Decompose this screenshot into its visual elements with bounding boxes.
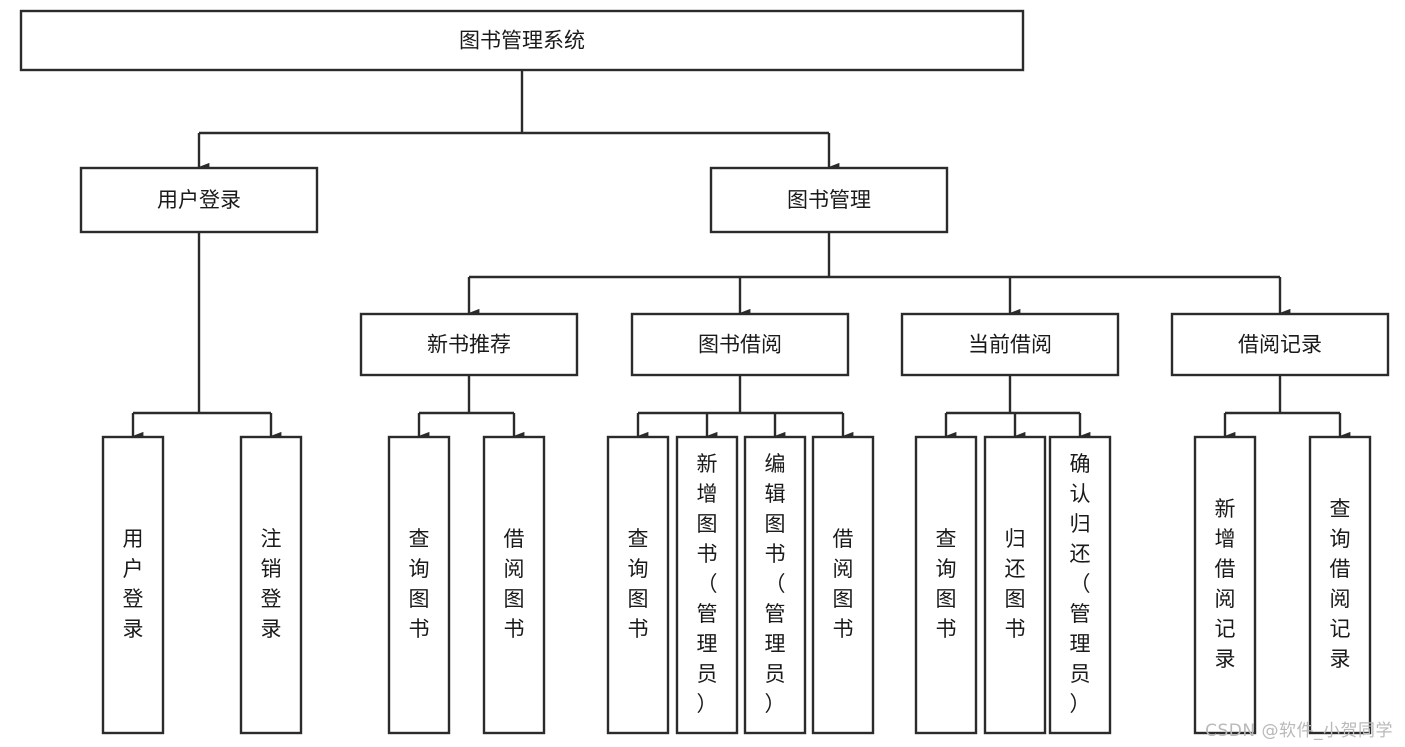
connector-group-l3_1	[636, 375, 854, 441]
node-leaf_0[interactable]: 用户登录	[101, 435, 165, 735]
node-label: 查询图书	[936, 527, 957, 641]
node-leaf_5[interactable]: 新增图书（管理员）	[675, 435, 739, 735]
node-label: 查询借阅记录	[1330, 497, 1351, 671]
connector-group-root	[197, 70, 840, 172]
node-box[interactable]	[983, 435, 1047, 735]
node-box[interactable]	[19, 9, 1025, 72]
node-leaf_2[interactable]: 查询图书	[387, 435, 451, 735]
node-label: 用户登录	[157, 188, 241, 212]
node-box[interactable]	[482, 435, 546, 735]
node-layer: 图书管理系统用户登录图书管理新书推荐图书借阅当前借阅借阅记录用户登录注销登录查询…	[19, 9, 1390, 735]
node-box[interactable]	[606, 435, 670, 735]
node-label: 查询图书	[628, 527, 649, 641]
node-box[interactable]	[359, 312, 579, 377]
node-label: 新增借阅记录	[1215, 497, 1236, 671]
node-box[interactable]	[101, 435, 165, 735]
node-label: 确认归还（管理员）	[1070, 452, 1091, 716]
connector-group-l3_3	[1223, 375, 1351, 441]
node-label: 图书管理	[787, 188, 871, 212]
node-label: 新增图书（管理员）	[697, 452, 718, 716]
node-l3_1[interactable]: 图书借阅	[630, 312, 850, 377]
node-box[interactable]	[387, 435, 451, 735]
node-label: 注销登录	[261, 527, 282, 641]
node-box[interactable]	[709, 166, 949, 234]
connector-layer	[131, 70, 1351, 441]
node-root[interactable]: 图书管理系统	[19, 9, 1025, 72]
node-box[interactable]	[1048, 435, 1112, 735]
node-box[interactable]	[1308, 435, 1372, 735]
node-label: 归还图书	[1005, 527, 1026, 641]
node-leaf_10[interactable]: 确认归还（管理员）	[1048, 435, 1112, 735]
node-leaf_7[interactable]: 借阅图书	[811, 435, 875, 735]
node-leaf_12[interactable]: 查询借阅记录	[1308, 435, 1372, 735]
node-l3_0[interactable]: 新书推荐	[359, 312, 579, 377]
node-l3_2[interactable]: 当前借阅	[900, 312, 1120, 377]
connector-group-l3_2	[944, 375, 1091, 441]
node-box[interactable]	[811, 435, 875, 735]
node-leaf_6[interactable]: 编辑图书（管理员）	[743, 435, 807, 735]
node-label: 借阅记录	[1238, 333, 1322, 357]
watermark-label: CSDN @软件_小贺同学	[1205, 721, 1393, 741]
node-l3_3[interactable]: 借阅记录	[1170, 312, 1390, 377]
node-leaf_8[interactable]: 查询图书	[914, 435, 978, 735]
node-box[interactable]	[914, 435, 978, 735]
node-box[interactable]	[675, 435, 739, 735]
node-leaf_9[interactable]: 归还图书	[983, 435, 1047, 735]
node-label: 借阅图书	[833, 527, 854, 641]
node-label: 图书借阅	[698, 333, 782, 357]
node-label: 查询图书	[409, 527, 430, 641]
node-label: 用户登录	[123, 527, 144, 641]
node-label: 当前借阅	[968, 333, 1052, 357]
connector-group-l3_0	[417, 375, 525, 441]
node-label: 借阅图书	[504, 527, 525, 641]
node-label: 新书推荐	[427, 333, 511, 357]
node-leaf_4[interactable]: 查询图书	[606, 435, 670, 735]
node-box[interactable]	[743, 435, 807, 735]
node-label: 编辑图书（管理员）	[765, 452, 786, 716]
connector-group-l2_0	[131, 232, 282, 441]
node-l2_1[interactable]: 图书管理	[709, 166, 949, 234]
node-leaf_11[interactable]: 新增借阅记录	[1193, 435, 1257, 735]
node-box[interactable]	[79, 166, 319, 234]
node-box[interactable]	[900, 312, 1120, 377]
node-box[interactable]	[1193, 435, 1257, 735]
node-l2_0[interactable]: 用户登录	[79, 166, 319, 234]
node-box[interactable]	[239, 435, 303, 735]
node-leaf_3[interactable]: 借阅图书	[482, 435, 546, 735]
node-leaf_1[interactable]: 注销登录	[239, 435, 303, 735]
connector-group-l2_1	[467, 232, 1291, 318]
node-label: 图书管理系统	[459, 29, 585, 53]
node-box[interactable]	[1170, 312, 1390, 377]
node-box[interactable]	[630, 312, 850, 377]
